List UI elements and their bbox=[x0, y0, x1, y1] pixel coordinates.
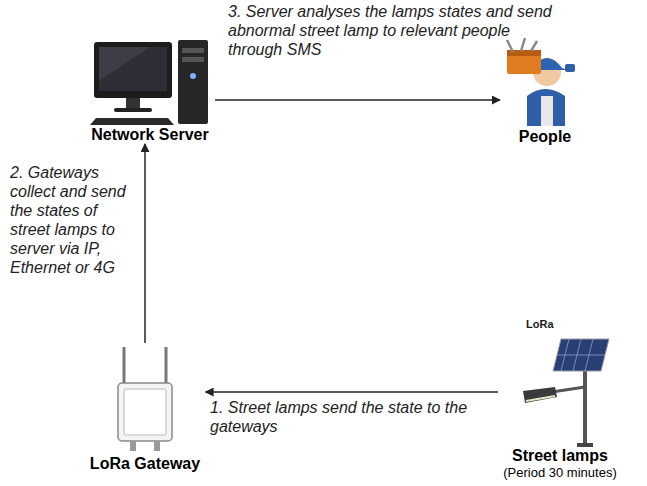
node-label: Network Server bbox=[85, 126, 215, 144]
gateway-icon bbox=[110, 343, 180, 455]
person-icon bbox=[505, 38, 585, 128]
device-node: People bbox=[500, 38, 590, 146]
arrow-connector bbox=[206, 391, 499, 393]
node-label: Street lamps bbox=[498, 447, 622, 465]
node-note: (Period 30 minutes) bbox=[498, 465, 622, 481]
device-node: LoRa Gateway bbox=[85, 343, 206, 473]
step-label: 3. Server analyses the lamps states and … bbox=[228, 2, 568, 59]
arrow-connector bbox=[144, 144, 146, 343]
step-label: 1. Street lamps send the state to the ga… bbox=[210, 398, 500, 436]
node-label: LoRa Gateway bbox=[85, 455, 206, 473]
node-label: People bbox=[500, 128, 590, 146]
device-node: Network Server bbox=[85, 36, 215, 144]
device-node: Street lamps(Period 30 minutes) bbox=[498, 335, 622, 481]
arrow-connector bbox=[215, 99, 500, 101]
logo-text: LoRa bbox=[526, 318, 554, 330]
step-label: 2. Gateways collect and send the states … bbox=[10, 163, 128, 277]
server-icon bbox=[90, 36, 210, 126]
lamp-icon bbox=[505, 335, 615, 447]
